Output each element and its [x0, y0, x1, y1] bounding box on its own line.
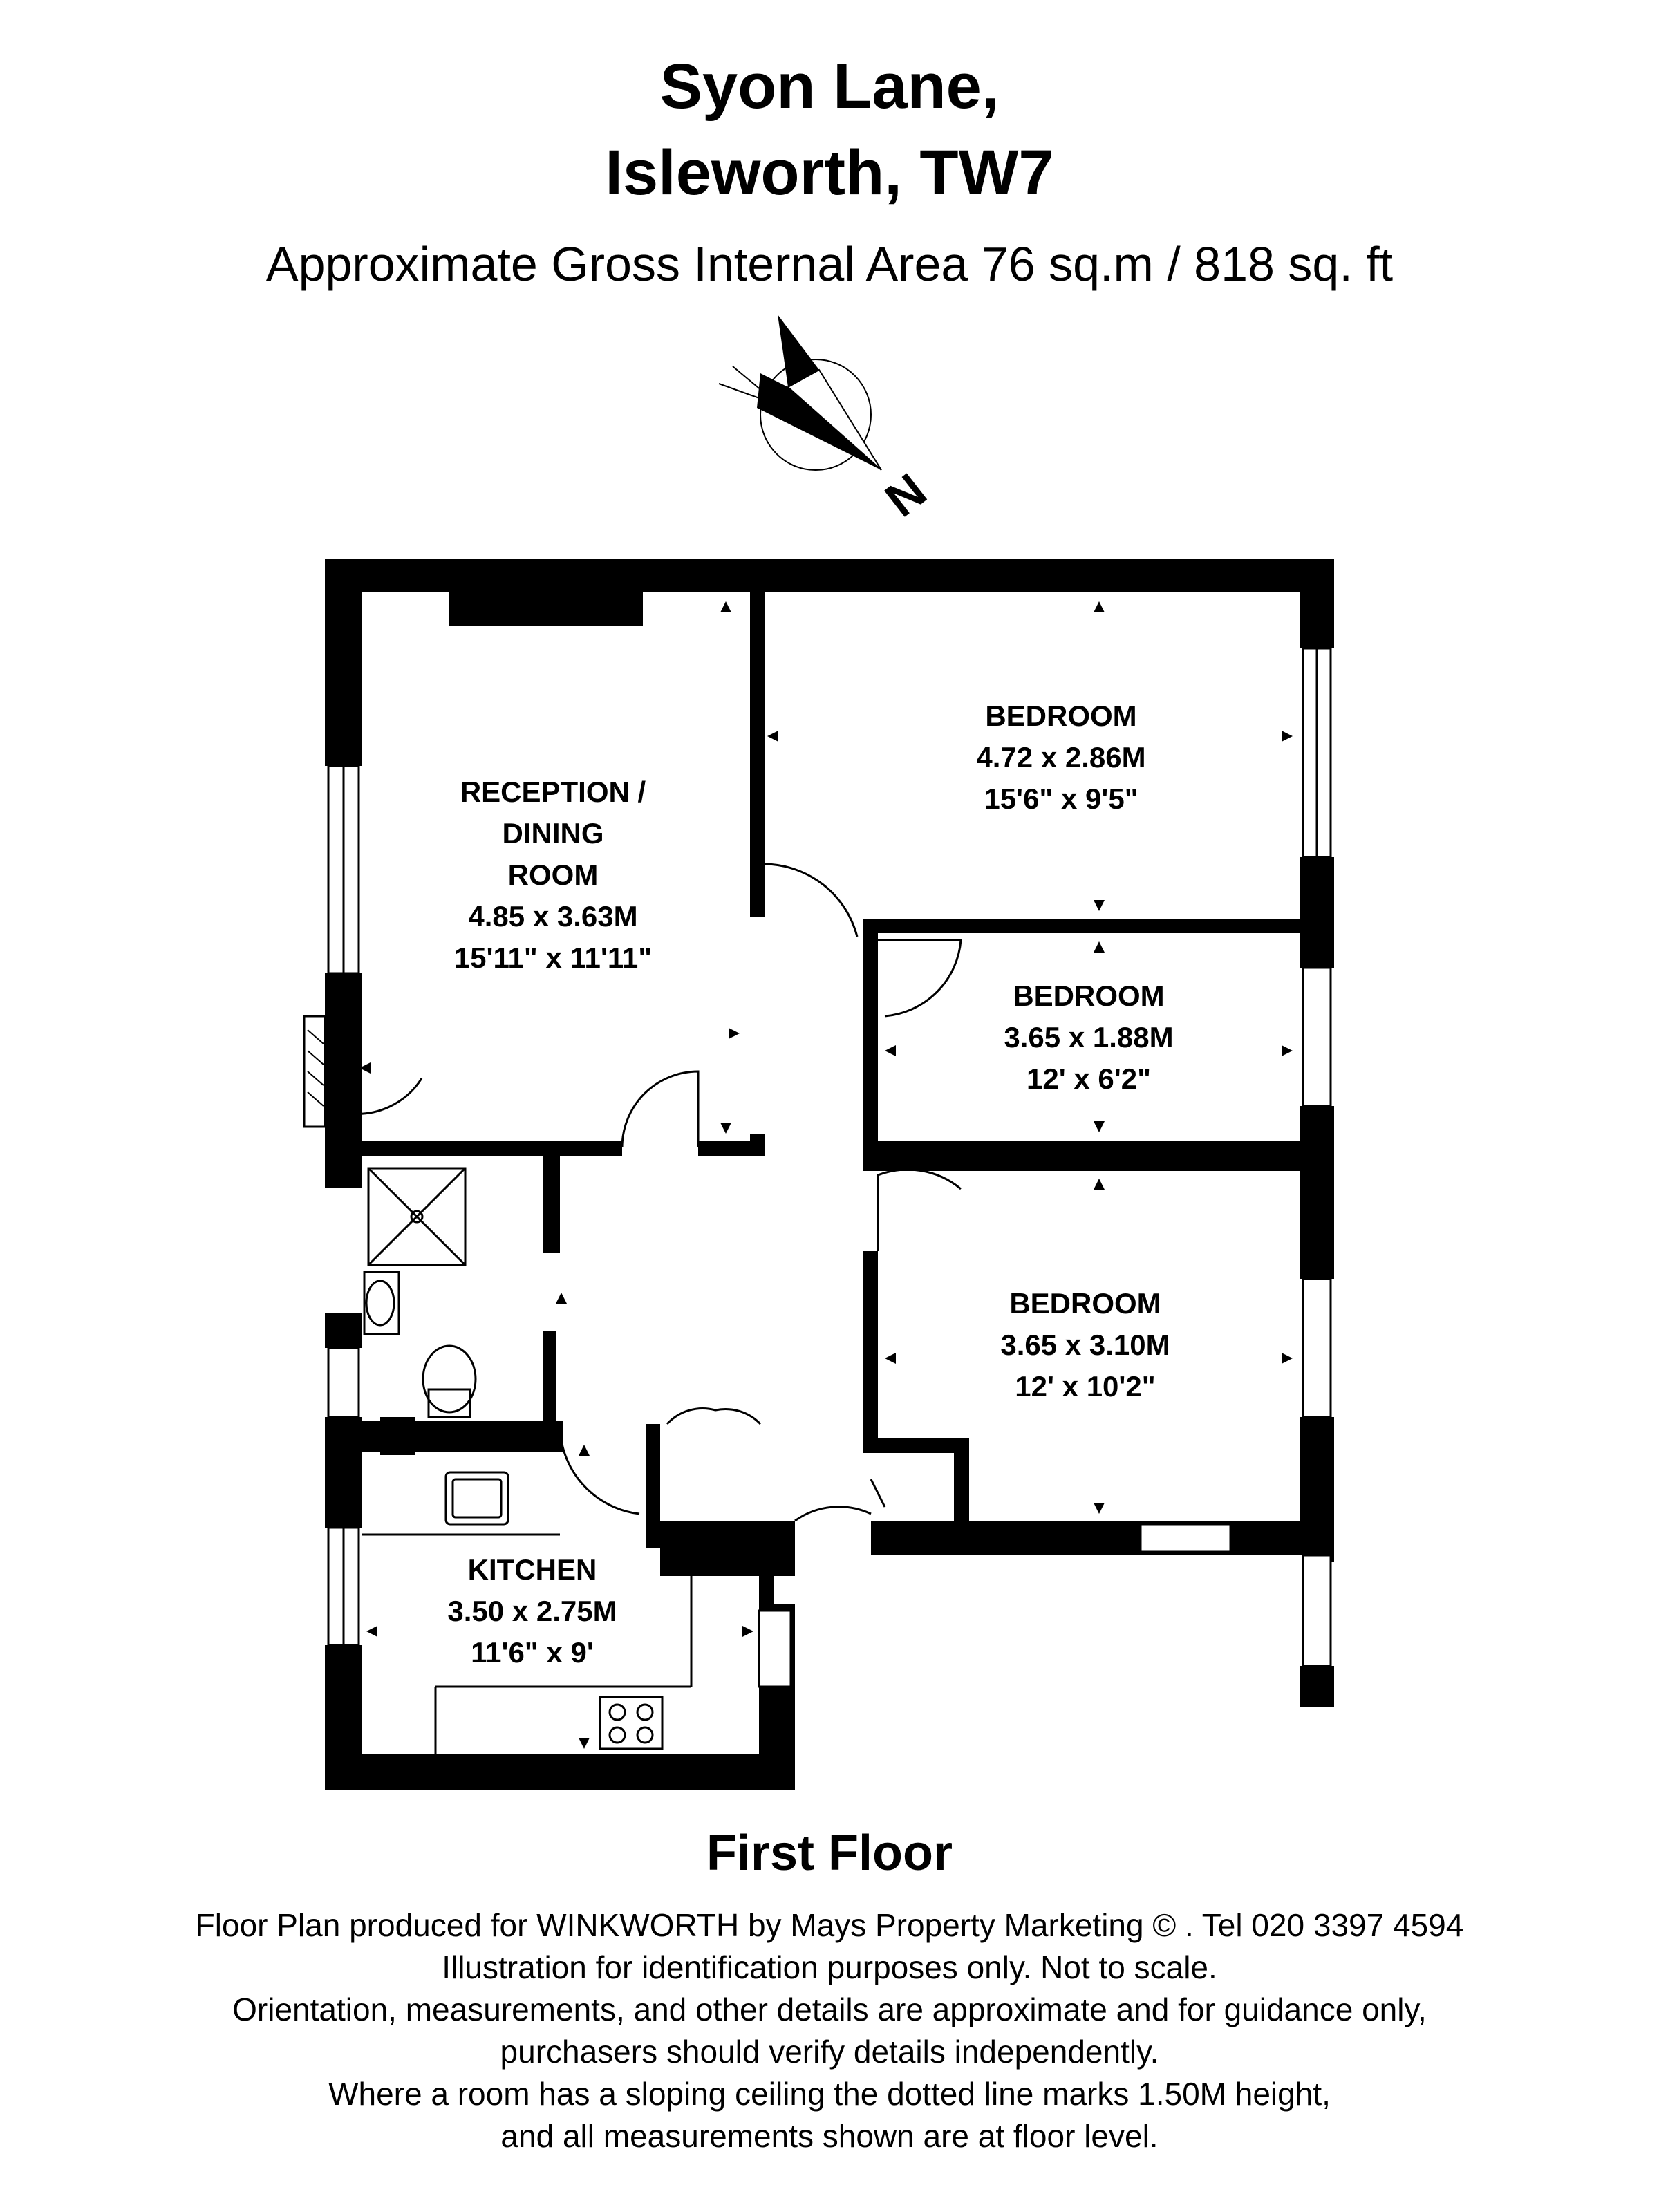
disclaimer-notes: Floor Plan produced for WINKWORTH by May… — [0, 1904, 1659, 2157]
room-name: ROOM — [508, 859, 599, 891]
disclaimer-line: and all measurements shown are at floor … — [500, 2118, 1159, 2154]
sink-icon — [444, 1471, 509, 1526]
property-title-area: Isleworth, TW7 — [605, 138, 1054, 208]
disclaimer-line: Floor Plan produced for WINKWORTH by May… — [195, 1907, 1464, 1943]
room-bedroom-3: BEDROOM 3.65 x 3.10M 12' x 10'2" — [1000, 1287, 1170, 1403]
disclaimer-line: Where a room has a sloping ceiling the d… — [328, 2076, 1331, 2112]
room-size-metric: 3.65 x 1.88M — [1004, 1021, 1173, 1053]
room-name: BEDROOM — [985, 700, 1136, 732]
room-kitchen: KITCHEN 3.50 x 2.75M 11'6" x 9' — [447, 1553, 617, 1669]
disclaimer-line: Illustration for identification purposes… — [442, 1949, 1217, 1985]
dimension-arrows — [359, 601, 1293, 1749]
kitchen-units — [362, 1533, 693, 1754]
toilet-icon — [422, 1344, 477, 1418]
room-size-imperial: 12' x 6'2" — [1027, 1062, 1151, 1095]
gross-internal-area: Approximate Gross Internal Area 76 sq.m … — [265, 237, 1394, 291]
room-size-metric: 4.72 x 2.86M — [976, 741, 1145, 774]
floor-label: First Floor — [706, 1826, 953, 1881]
north-label: N — [875, 463, 936, 527]
room-size-imperial: 12' x 10'2" — [1015, 1370, 1155, 1403]
disclaimer-line: Orientation, measurements, and other det… — [232, 1991, 1427, 2027]
room-name: KITCHEN — [468, 1553, 597, 1586]
shower-tray-icon — [367, 1167, 467, 1266]
hob-icon — [599, 1696, 664, 1750]
interior-walls — [346, 592, 1300, 1604]
disclaimer-line: purchasers should verify details indepen… — [500, 2034, 1159, 2070]
room-name: BEDROOM — [1013, 980, 1164, 1012]
windows — [303, 647, 1332, 1688]
room-bedroom-1: BEDROOM 4.72 x 2.86M 15'6" x 9'5" — [976, 700, 1145, 815]
property-title-street: Syon Lane, — [659, 51, 1000, 122]
outer-walls — [325, 559, 1334, 1790]
room-reception: RECEPTION / DINING ROOM 4.85 x 3.63M 15'… — [454, 776, 652, 974]
basin-icon — [363, 1271, 400, 1335]
room-name: BEDROOM — [1009, 1287, 1161, 1320]
room-size-metric: 3.65 x 3.10M — [1000, 1329, 1170, 1361]
doors — [344, 863, 962, 1522]
room-size-imperial: 15'6" x 9'5" — [984, 782, 1138, 815]
compass-icon: N — [718, 315, 936, 527]
room-size-metric: 4.85 x 3.63M — [468, 900, 637, 932]
room-name: RECEPTION / — [460, 776, 646, 808]
room-bedroom-2: BEDROOM 3.65 x 1.88M 12' x 6'2" — [1004, 980, 1173, 1095]
fireplace-grille-icon — [307, 1029, 324, 1107]
room-size-imperial: 15'11" x 11'11" — [454, 941, 652, 974]
room-name: DINING — [503, 817, 604, 850]
room-size-imperial: 11'6" x 9' — [471, 1636, 594, 1669]
room-size-metric: 3.50 x 2.75M — [447, 1595, 617, 1627]
